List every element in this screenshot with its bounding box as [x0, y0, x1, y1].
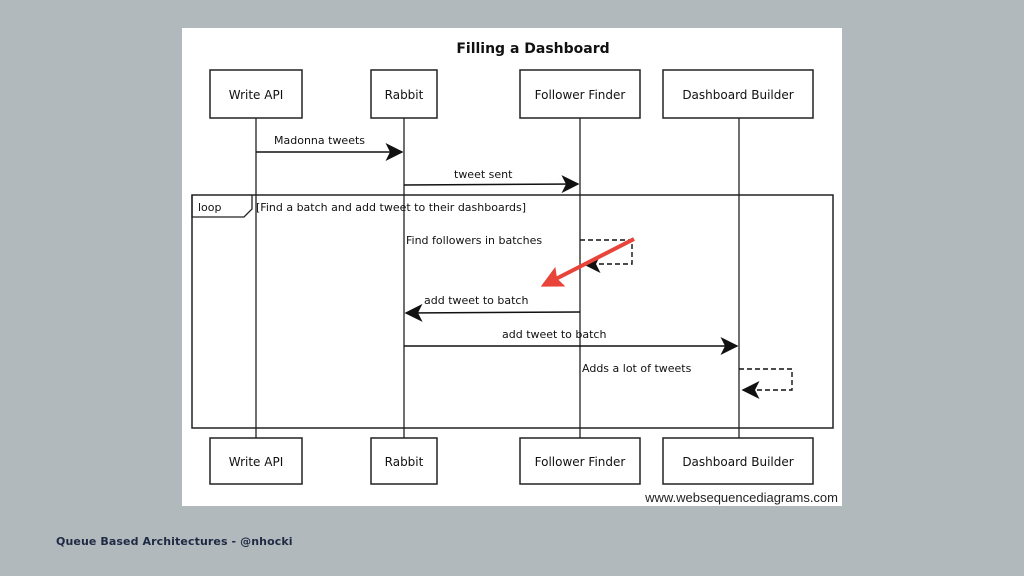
diagram-title: Filling a Dashboard	[456, 41, 609, 57]
participant-label: Dashboard Builder	[682, 88, 793, 102]
message-label: Madonna tweets	[274, 134, 365, 147]
participant-bottom-rabbit: Rabbit	[370, 437, 438, 485]
message-adds-a-lot-of-tweets: Adds a lot of tweets	[582, 362, 793, 399]
message-label: tweet sent	[454, 168, 513, 181]
message-label: add tweet to batch	[424, 294, 528, 307]
sequence-diagram: Filling a Dashboard Write API Rabbit Fol…	[182, 28, 842, 506]
participant-top-dashboard-builder: Dashboard Builder	[662, 69, 814, 119]
message-label: Adds a lot of tweets	[582, 362, 692, 375]
loop-frame: loop [Find a batch and add tweet to thei…	[191, 194, 834, 429]
participant-label: Follower Finder	[535, 88, 626, 102]
message-label: Find followers in batches	[406, 234, 542, 247]
participant-label: Write API	[229, 88, 283, 102]
message-label: add tweet to batch	[502, 328, 606, 341]
participant-label: Rabbit	[385, 88, 424, 102]
loop-condition: [Find a batch and add tweet to their das…	[256, 201, 526, 214]
participant-top-write-api: Write API	[209, 69, 303, 119]
message-add-tweet-to-batch-return: add tweet to batch	[404, 294, 581, 322]
participant-label: Dashboard Builder	[682, 455, 793, 469]
participant-top-rabbit: Rabbit	[370, 69, 438, 119]
message-tweet-sent: tweet sent	[403, 168, 580, 194]
slide-footer: Queue Based Architectures - @nhocki	[56, 535, 293, 548]
participant-label: Write API	[229, 455, 283, 469]
participant-bottom-dashboard-builder: Dashboard Builder	[662, 437, 814, 485]
highlight-arrow	[540, 237, 635, 287]
message-madonna-tweets: Madonna tweets	[256, 134, 404, 161]
watermark: www.websequencediagrams.com	[644, 490, 838, 505]
message-find-followers-in-batches: Find followers in batches	[406, 234, 633, 273]
message-add-tweet-to-batch: add tweet to batch	[404, 328, 739, 355]
participant-bottom-write-api: Write API	[209, 437, 303, 485]
participant-label: Follower Finder	[535, 455, 626, 469]
participant-label: Rabbit	[385, 455, 424, 469]
loop-tag: loop	[198, 201, 222, 214]
participant-top-follower-finder: Follower Finder	[519, 69, 641, 119]
participant-bottom-follower-finder: Follower Finder	[519, 437, 641, 485]
